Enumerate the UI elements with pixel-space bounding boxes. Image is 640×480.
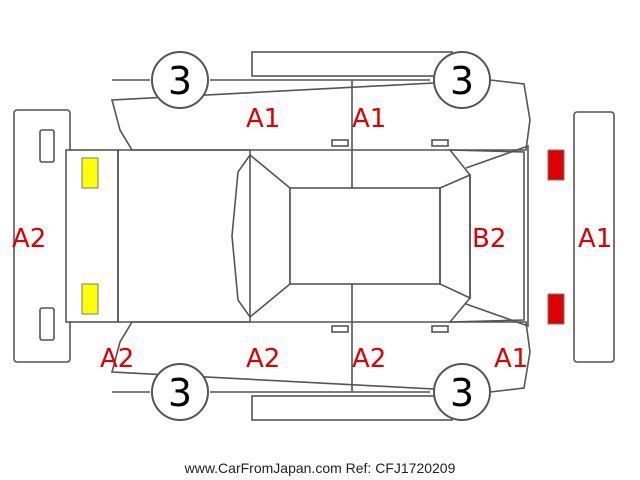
- tyre-rear-right: 3: [433, 363, 491, 421]
- left-side-sill: [251, 51, 453, 77]
- tyre-rear-left-value: 3: [450, 59, 474, 103]
- label-left-front-door-top: A1: [246, 104, 280, 134]
- label-rear-bumper: A1: [578, 224, 612, 254]
- car-top-body: [65, 144, 529, 328]
- tyre-front-right: 3: [151, 363, 209, 421]
- label-right-front-door: A2: [246, 344, 280, 374]
- label-left-rear-door-top: A1: [352, 104, 386, 134]
- tyre-rear-right-value: 3: [450, 371, 474, 415]
- label-rear-right-quarter: A1: [494, 344, 528, 374]
- tyre-rear-left: 3: [433, 51, 491, 109]
- rear-right-marker: [547, 293, 565, 325]
- tyre-front-left: 3: [151, 51, 209, 109]
- right-side-sill: [251, 395, 453, 421]
- front-right-marker: [81, 283, 99, 315]
- label-right-rear-door: A2: [352, 344, 386, 374]
- rear-bumper: [573, 111, 615, 363]
- tyre-front-right-value: 3: [168, 371, 192, 415]
- label-front-left-fender: A2: [100, 344, 134, 374]
- label-back-door: B2: [472, 224, 506, 254]
- front-left-marker: [81, 157, 99, 189]
- rear-left-marker: [547, 149, 565, 181]
- footer-reference: www.CarFromJapan.com Ref: CFJ1720209: [184, 460, 456, 476]
- left-side-body: [110, 79, 531, 151]
- right-side-body: [110, 321, 531, 393]
- tyre-front-left-value: 3: [168, 59, 192, 103]
- label-front-bumper: A2: [12, 224, 46, 254]
